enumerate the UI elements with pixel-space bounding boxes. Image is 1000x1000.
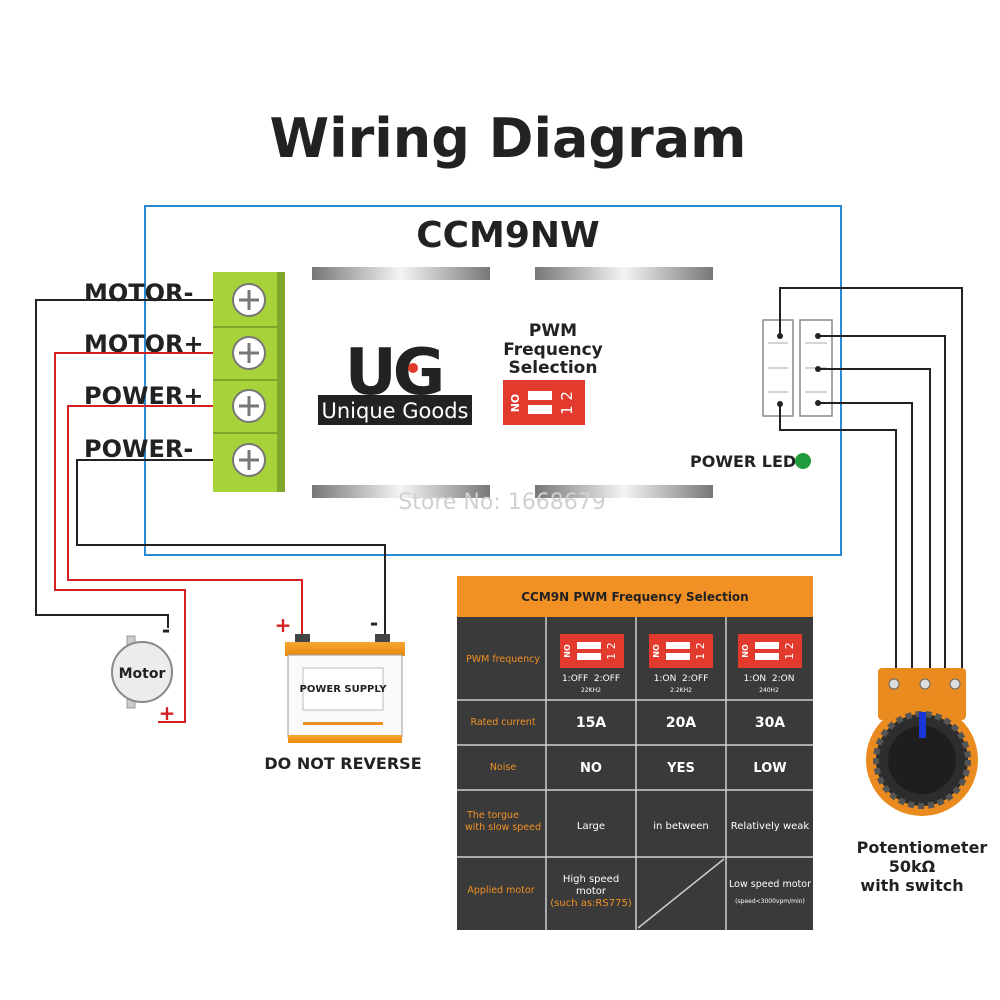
terminal-block xyxy=(213,272,285,492)
terminal-label-power-minus: POWER- xyxy=(84,435,193,463)
freq-value: 240H2 xyxy=(759,687,779,694)
rated-current-cell: 20A xyxy=(666,715,696,731)
torque-cell: in between xyxy=(653,821,709,832)
pwm-label-line2: Frequency xyxy=(503,340,603,360)
screw-icon[interactable] xyxy=(232,389,266,423)
battery-minus-sign: - xyxy=(370,611,378,635)
dip-no-label: NO xyxy=(652,644,661,658)
wire-motor-plus xyxy=(54,352,213,723)
potentiometer-label-line3: with switch xyxy=(860,876,963,895)
potentiometer-label-line1: Potentiometer xyxy=(857,838,988,857)
applied-motor-high-line1: High speed xyxy=(563,874,619,885)
motor-minus-sign: - xyxy=(162,618,170,642)
noise-cell: YES xyxy=(666,761,695,776)
row-label-pwm-frequency: PWM frequency xyxy=(466,654,540,665)
dip-state: 1:OFF 2:OFF xyxy=(562,674,620,684)
freq-value: 2.2KH2 xyxy=(670,687,692,694)
rated-current-cell: 30A xyxy=(755,715,785,731)
heat-bar-bottom-right xyxy=(535,485,713,498)
watermark: Store No: 1668679 xyxy=(398,490,605,515)
wire-power-minus xyxy=(76,459,386,638)
page-title: Wiring Diagram xyxy=(270,107,747,170)
dip-number-label: 1 2 xyxy=(558,391,576,415)
torque-cell: Relatively weak xyxy=(731,821,810,832)
row-label-noise: Noise xyxy=(490,762,517,773)
frequency-table: CCM9N PWM Frequency Selection PWM freque… xyxy=(457,576,813,930)
applied-motor-low-line2: (speed<3000vpm/min) xyxy=(735,898,805,905)
power-led-icon xyxy=(795,453,811,469)
wire-power-plus xyxy=(67,405,303,638)
freq-value: 22KH2 xyxy=(581,687,601,694)
potentiometer-icon[interactable] xyxy=(866,668,978,816)
table-title: CCM9N PWM Frequency Selection xyxy=(521,590,748,604)
screw-icon[interactable] xyxy=(232,336,266,370)
rated-current-cell: 15A xyxy=(576,715,606,731)
wires xyxy=(35,299,386,723)
dip-no-label: NO xyxy=(509,394,522,413)
motor-icon: Motor xyxy=(111,635,173,709)
applied-motor-high-line2: motor xyxy=(576,886,607,897)
potentiometer-wires xyxy=(779,287,963,668)
logo-brand-name: Unique Goods xyxy=(322,399,469,423)
heat-bar-top-left xyxy=(312,267,490,280)
dip-number-label: 1 2 xyxy=(605,642,618,660)
motor-label: Motor xyxy=(119,666,166,682)
terminal-label-motor-minus: MOTOR- xyxy=(84,279,194,307)
dip-state: 1:ON 2:OFF xyxy=(654,674,709,684)
dip-number-label: 1 2 xyxy=(694,642,707,660)
battery-plus-sign: + xyxy=(275,613,292,637)
torque-cell: Large xyxy=(577,821,605,832)
power-supply-label: POWER SUPPLY xyxy=(300,684,388,695)
potentiometer-label-line2: 50kΩ xyxy=(889,857,936,876)
dip-switch-icon: NO 1 2 xyxy=(738,634,802,668)
board-model: CCM9NW xyxy=(416,215,600,256)
screw-icon[interactable] xyxy=(232,283,266,317)
dip-switch-icon: NO 1 2 xyxy=(649,634,713,668)
heat-bar-bottom-left xyxy=(312,485,490,498)
brand-logo: UG Unique Goods xyxy=(318,336,472,425)
wire-motor-minus xyxy=(35,299,213,628)
noise-cell: NO xyxy=(580,761,602,776)
do-not-reverse-warning: DO NOT REVERSE xyxy=(264,754,421,773)
row-label-applied-motor: Applied motor xyxy=(467,885,534,896)
logo-dot xyxy=(408,363,418,373)
power-led-label: POWER LED xyxy=(690,452,796,471)
motor-plus-sign: + xyxy=(159,701,176,725)
dip-no-label: NO xyxy=(563,644,572,658)
applied-motor-high-line3: (such as:RS775) xyxy=(550,898,632,909)
noise-cell: LOW xyxy=(753,761,786,776)
row-label-rated-current: Rated current xyxy=(470,717,535,728)
battery-icon: POWER SUPPLY xyxy=(285,634,405,743)
heat-bar-top-right xyxy=(535,267,713,280)
row-label-torque-line1: The torgue xyxy=(466,810,519,821)
pwm-label-line1: PWM xyxy=(529,321,577,341)
dip-switch-icon: NO 1 2 xyxy=(560,634,624,668)
pwm-label-line3: Selection xyxy=(509,358,598,378)
dip-number-label: 1 2 xyxy=(783,642,796,660)
dip-state: 1:ON 2:ON xyxy=(744,674,795,684)
dip-switch[interactable]: NO 1 2 xyxy=(503,380,585,425)
dip-no-label: NO xyxy=(741,644,750,658)
logo-name-bar xyxy=(318,395,472,425)
screw-icon[interactable] xyxy=(232,443,266,477)
row-label-torque-line2: with slow speed xyxy=(465,822,541,833)
applied-motor-low-line1: Low speed motor xyxy=(729,879,811,890)
